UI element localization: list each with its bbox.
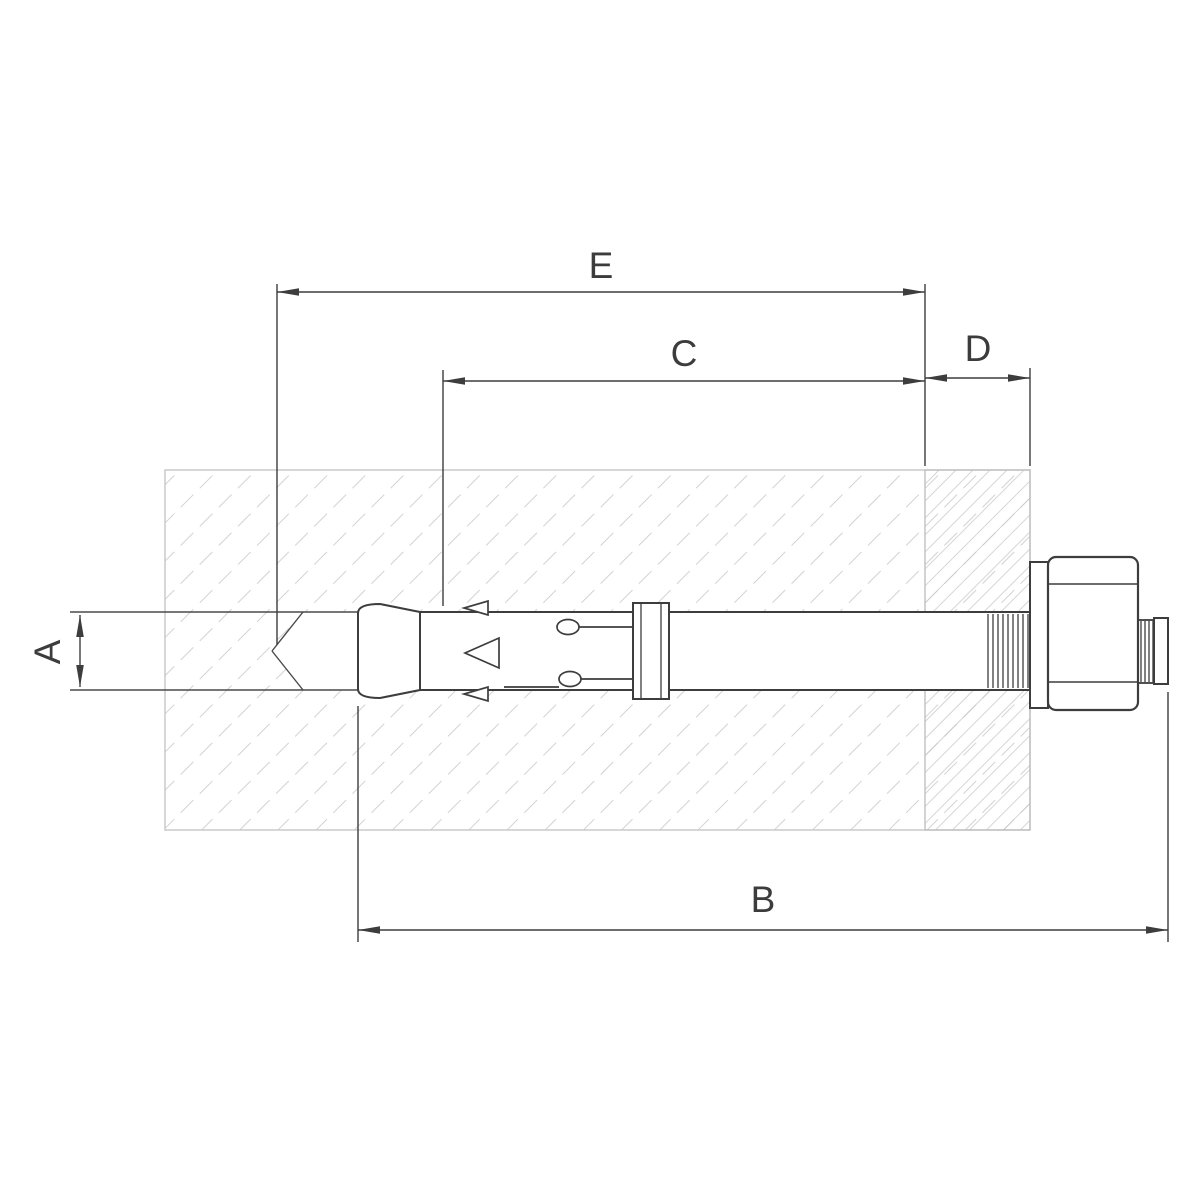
dimension-c: C <box>442 333 925 606</box>
dimension-label-c: C <box>671 333 698 374</box>
hex-nut <box>1046 555 1140 712</box>
anchor-bolt <box>357 555 1169 712</box>
expansion-clip <box>460 599 633 703</box>
bolt-end <box>1153 617 1169 685</box>
sleeve-collar <box>632 602 670 700</box>
dimension-label-a: A <box>27 639 68 664</box>
clip-slot-bottom <box>558 670 582 688</box>
hole-tip-lower <box>271 650 304 691</box>
clip-tab-bottom <box>460 685 489 703</box>
clip-tab-mid <box>462 636 500 670</box>
clip-tab-top <box>460 599 489 617</box>
washer <box>1029 561 1049 709</box>
anchor-sleeve <box>419 611 1033 691</box>
dimension-label-e: E <box>589 245 614 286</box>
thread-section <box>987 614 1029 688</box>
clip-slot-top <box>556 618 580 636</box>
dimension-a: A <box>27 615 84 687</box>
thread-stub <box>1138 619 1154 684</box>
dimension-d: D <box>925 328 1031 466</box>
anchor-cone <box>357 602 421 700</box>
dimension-b: B <box>357 692 1169 942</box>
dimension-label-b: B <box>751 879 776 920</box>
dimension-label-d: D <box>965 328 992 369</box>
